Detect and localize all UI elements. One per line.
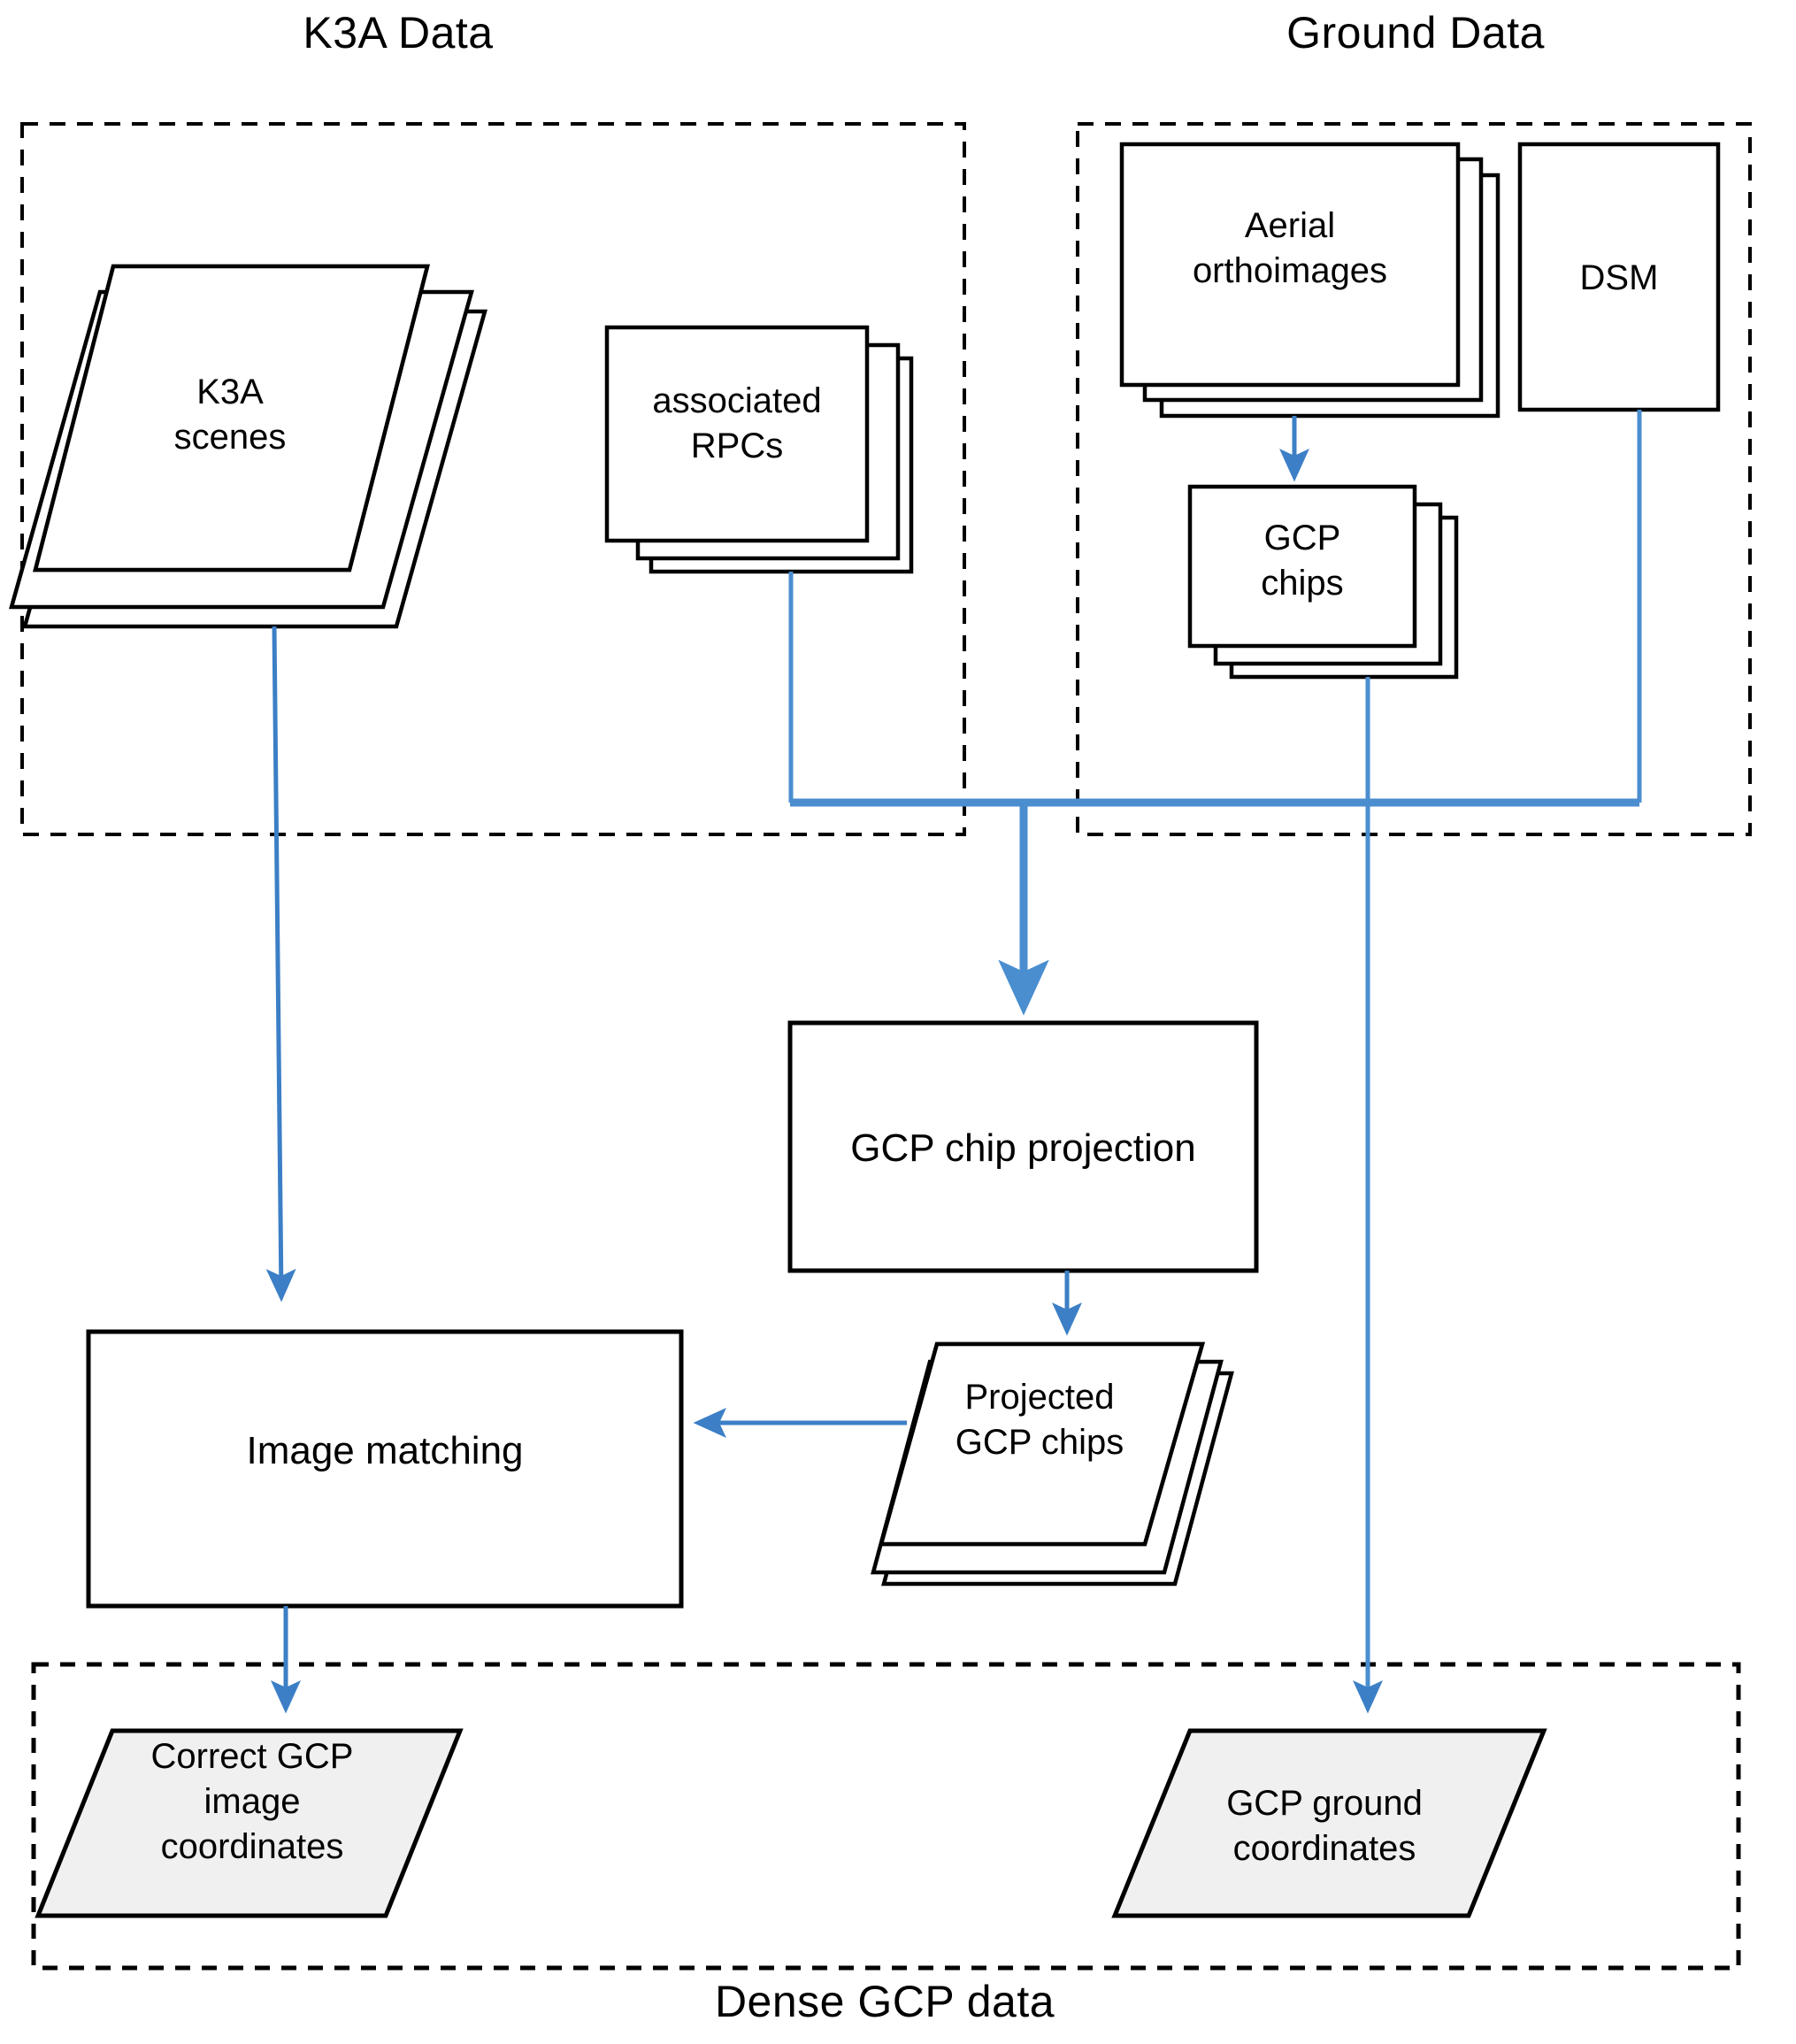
- k3a-scenes-front: [33, 264, 430, 572]
- group-box-ground-data: [1076, 122, 1752, 836]
- group-box-k3a-data: [20, 122, 966, 836]
- node-correct-gcp-image-coordinates[interactable]: [35, 1728, 464, 1918]
- node-projected-gcp-chips[interactable]: [871, 1341, 1234, 1587]
- projected-gcp-chips-front: [879, 1341, 1205, 1547]
- node-aerial-orthoimages[interactable]: [1119, 142, 1501, 419]
- aerial-orthoimages-sheet-1: [1119, 142, 1461, 388]
- group-box-dense-gcp-data: [31, 1662, 1741, 1971]
- node-image-matching[interactable]: [86, 1329, 684, 1609]
- node-associated-rpcs[interactable]: [604, 325, 914, 574]
- node-gcp-chips[interactable]: [1187, 484, 1459, 680]
- node-gcp-chip-projection[interactable]: [787, 1020, 1259, 1273]
- node-dsm[interactable]: [1517, 142, 1721, 412]
- node-gcp-ground-coordinates[interactable]: [1111, 1728, 1547, 1918]
- node-k3a-scenes[interactable]: [9, 264, 487, 629]
- edge-k3a-scenes-to-image-matching: [265, 626, 296, 1302]
- associated-rpcs-sheet-1: [604, 325, 870, 543]
- gcp-chips-sheet-1: [1187, 484, 1417, 649]
